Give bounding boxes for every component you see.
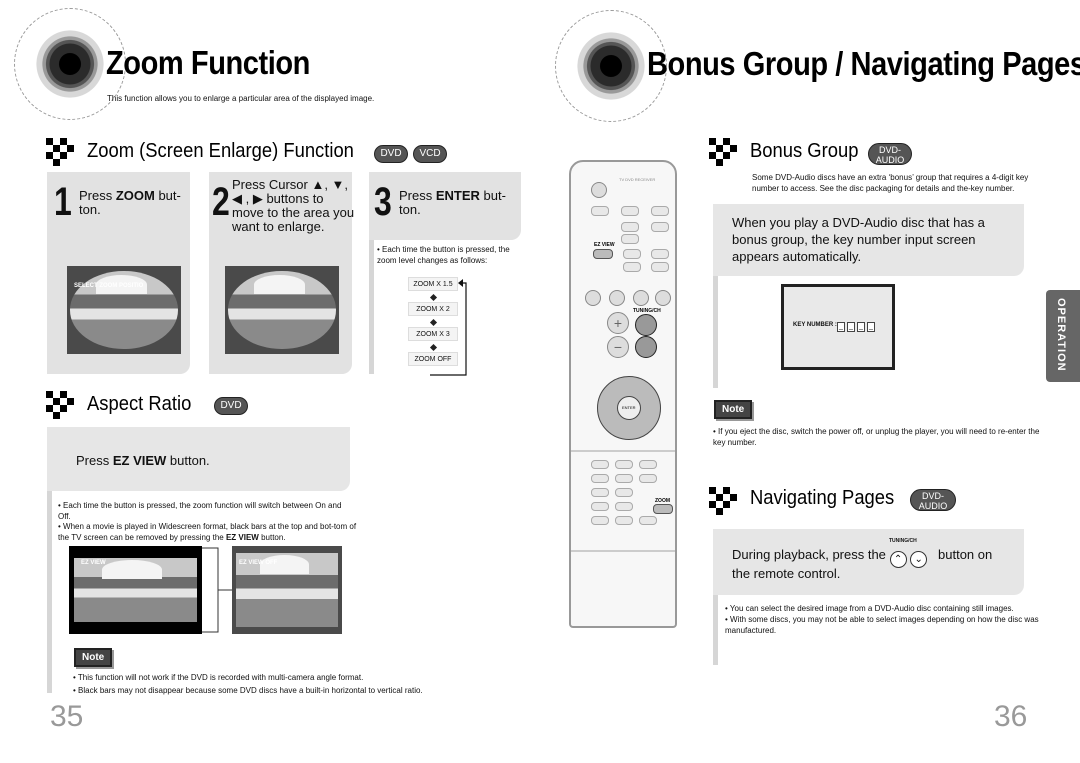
bonus-card — [713, 204, 1024, 276]
dvd-badge: DVD — [214, 397, 248, 415]
navigating-bullet-2: • With some discs, you may not be able t… — [725, 615, 1039, 635]
page-number-right: 36 — [994, 700, 1028, 733]
tuning-ch-label: TUNING/CH — [889, 538, 917, 544]
section-dots-icon — [46, 391, 80, 419]
step1-text: Press ZOOM but- ton. — [79, 188, 181, 217]
vcd-badge: VCD — [413, 145, 447, 163]
page-title: Zoom Function — [106, 44, 310, 81]
bonus-section-title: Bonus Group — [750, 140, 859, 162]
remote-ez-view-button — [593, 249, 613, 259]
ez-view-off-photo: EZ VIEW OFF — [232, 546, 342, 634]
aspect-column-line — [47, 491, 52, 693]
zoom-level-3: ZOOM X 3 — [408, 327, 458, 341]
dvd-audio-badge: DVD-AUDIO — [910, 489, 956, 511]
note-label: Note — [74, 648, 113, 667]
dvd-badge: DVD — [374, 145, 408, 163]
key-number-label: KEY NUMBER : — [793, 322, 837, 328]
note-label: Note — [714, 400, 753, 419]
aspect-instruction-card — [47, 427, 350, 491]
section-dots-icon — [46, 138, 80, 166]
note-bullet-2: • Black bars may not disappear because s… — [73, 686, 423, 695]
zoom-loop-arrow — [430, 279, 467, 376]
speaker-graphic — [569, 24, 653, 108]
step3-column-line — [369, 240, 374, 374]
step2-text: Press Cursor ▲, ▼, ◀ , ▶ buttons to move… — [232, 177, 355, 234]
aspect-instruction: Press EZ VIEW button. — [76, 453, 210, 468]
aspect-bullet-2: • When a movie is played in Widescreen f… — [58, 522, 357, 542]
step1-number: 1 — [54, 180, 72, 224]
speaker-graphic — [28, 22, 112, 106]
page-number-left: 35 — [50, 700, 84, 733]
step3-note: • Each time the button is pressed, the z… — [377, 245, 510, 265]
zoom-position-photo — [225, 266, 339, 354]
navigating-card-text: During playback, press the ⌃ ⌄ button on… — [732, 547, 993, 581]
speaker-ring-graphic — [555, 10, 667, 122]
remote-enter-label: ENTER — [622, 405, 636, 410]
note-text: • If you eject the disc, switch the powe… — [713, 427, 1040, 447]
key-digit-box: _ — [837, 322, 845, 332]
key-digit-box: _ — [867, 322, 875, 332]
bonus-intro: Some DVD-Audio discs have an extra ‘bonu… — [752, 173, 1029, 193]
ez-view-photo: EZ VIEW — [69, 546, 202, 634]
remote-tuning-label: TUNING/CH — [633, 308, 661, 314]
remote-tuning-up — [635, 314, 657, 336]
zoom-section-title: Zoom (Screen Enlarge) Function — [87, 140, 354, 162]
operation-tab: OPERATION — [1046, 290, 1080, 382]
zoom-level-1: ZOOM X 1.5 — [408, 277, 458, 291]
page-subtitle: This function allows you to enlarge a pa… — [107, 94, 375, 103]
navigating-column-line — [713, 595, 718, 665]
connector-lines — [202, 547, 232, 633]
note-bullet-1: • This function will not work if the DVD… — [73, 673, 364, 682]
zoom-level-2: ZOOM X 2 — [408, 302, 458, 316]
speaker-ring-graphic — [14, 8, 126, 120]
step3-text: Press ENTER but- ton. — [399, 188, 506, 217]
tuning-up-icon: ⌃ — [889, 551, 907, 568]
key-digit-box: _ — [847, 322, 855, 332]
dvd-audio-badge: DVD-AUDIO — [868, 143, 912, 165]
page-title: Bonus Group / Navigating Pages — [647, 45, 1080, 82]
section-dots-icon — [709, 487, 743, 515]
remote-enter-button — [617, 396, 641, 420]
navigating-bullet-1: • You can select the desired image from … — [725, 604, 1014, 613]
bonus-card-text: When you play a DVD-Audio disc that has … — [732, 215, 985, 264]
remote-ez-view-label: EZ VIEW — [594, 242, 615, 248]
key-digit-box: _ — [857, 322, 865, 332]
navigating-card — [713, 529, 1024, 595]
zoom-select-photo: SELECT ZOOM POSITIO — [67, 266, 181, 354]
tuning-down-icon: ⌄ — [910, 551, 928, 568]
step3-number: 3 — [374, 180, 392, 224]
section-dots-icon — [709, 138, 743, 166]
bonus-column-line — [713, 276, 718, 388]
remote-tuning-down — [635, 336, 657, 358]
step3-column-top — [369, 172, 521, 240]
navigating-section-title: Navigating Pages — [750, 487, 895, 509]
remote-zoom-button — [653, 504, 673, 514]
remote-zoom-label: ZOOM — [655, 498, 670, 504]
power-button — [591, 182, 607, 198]
zoom-level-off: ZOOM OFF — [408, 352, 458, 366]
aspect-bullet-1: • Each time the button is pressed, the z… — [58, 501, 342, 521]
remote-control: TV DVD RECEIVER EZ VIEW TUNING/CH + − EN… — [569, 160, 677, 628]
key-number-screen: KEY NUMBER : _ _ _ _ — [781, 284, 895, 370]
step2-number: 2 — [212, 180, 230, 224]
aspect-section-title: Aspect Ratio — [87, 393, 192, 415]
